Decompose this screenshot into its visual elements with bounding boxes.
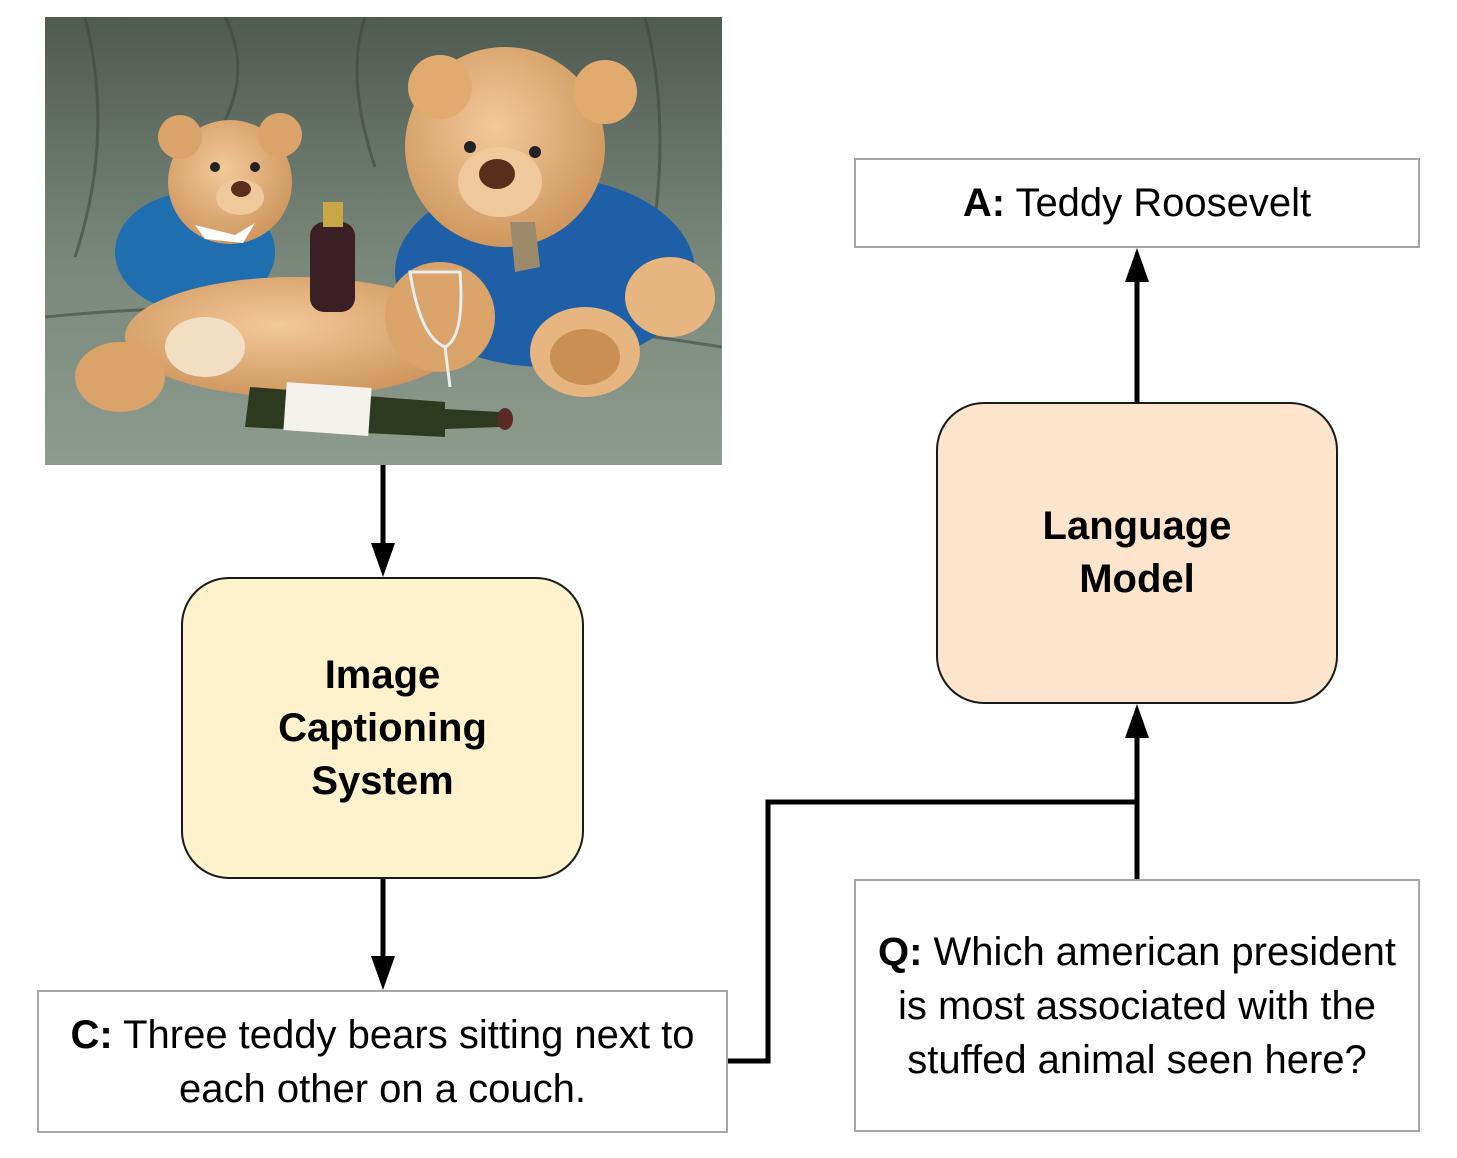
answer-box: A: Teddy Roosevelt [854,158,1420,248]
arrowhead-captioning [371,543,395,577]
wine-glass [408,270,463,388]
input-photo [45,17,722,465]
caption-box: C: Three teddy bears sitting next to eac… [37,990,728,1133]
arrowhead-caption [371,956,395,990]
question-text: Which american president is most associa… [898,929,1396,1082]
answer-prefix: A: [962,181,1006,225]
captioning-label-line3: System [311,758,454,803]
question-box: Q: Which american president is most asso… [854,879,1420,1132]
large-teddy-bear [395,47,715,397]
language-model-node: Language Model [936,402,1338,704]
image-captioning-system-node: Image Captioning System [181,577,584,879]
wine-bottle-standing [310,202,355,312]
caption-text: Three teddy bears sitting next to each o… [112,1012,695,1111]
lm-label-line2: Model [1079,557,1195,601]
caption-prefix: C: [70,1012,113,1057]
captioning-label-line1: Image [324,652,441,697]
line-caption-to-lm [728,799,1137,1064]
wine-bottle-lying [245,382,513,437]
arrowhead-answer [1125,248,1149,282]
arrowhead-lm [1125,704,1149,738]
question-prefix: Q: [878,929,923,974]
lm-label-line1: Language [1042,504,1232,548]
small-teddy-bear [115,113,302,312]
captioning-label-line2: Captioning [278,705,487,750]
answer-text: Teddy Roosevelt [1005,181,1312,225]
